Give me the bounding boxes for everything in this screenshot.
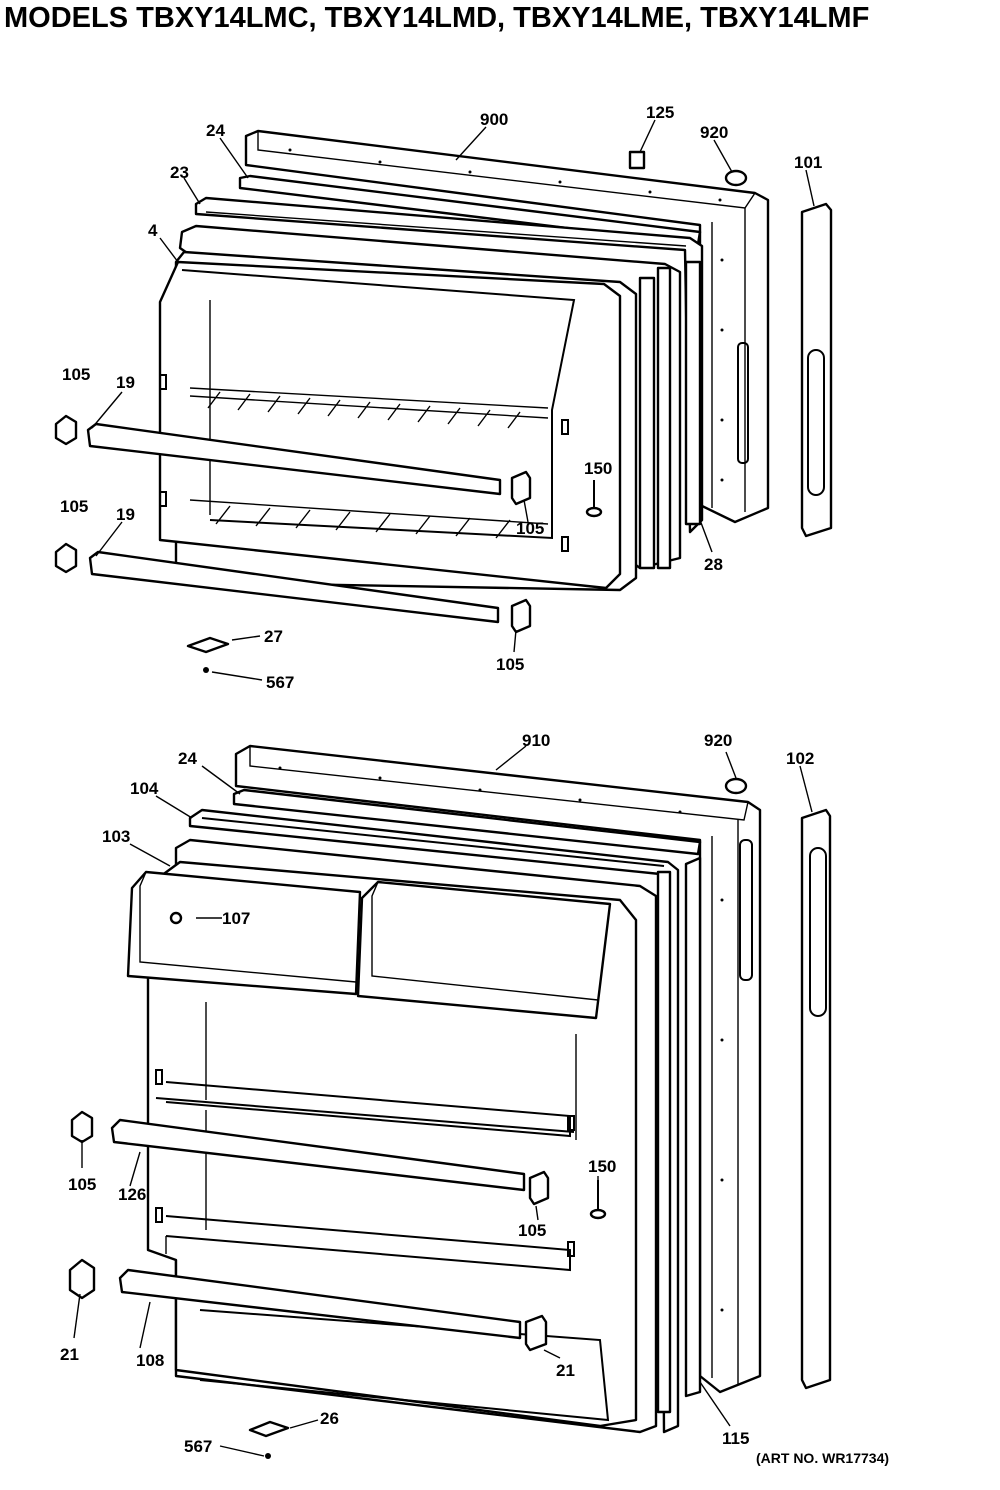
label-126: 126 bbox=[118, 1185, 146, 1204]
label-24-lower: 24 bbox=[178, 749, 197, 768]
label-4: 4 bbox=[148, 221, 158, 240]
label-19b: 19 bbox=[116, 505, 135, 524]
screw-150 bbox=[585, 480, 603, 518]
leader-lines-lower bbox=[73, 745, 813, 1457]
label-102: 102 bbox=[786, 749, 814, 768]
art-number: (ART NO. WR17734) bbox=[756, 1450, 890, 1466]
label-23: 23 bbox=[170, 163, 189, 182]
liner-frame-23 bbox=[194, 196, 704, 534]
handle-102 bbox=[800, 808, 832, 1390]
clip-105-lower-a bbox=[70, 1110, 94, 1144]
label-125: 125 bbox=[646, 103, 674, 122]
leader-lines-upper bbox=[91, 119, 815, 681]
label-108: 108 bbox=[136, 1351, 164, 1370]
label-920: 920 bbox=[700, 123, 728, 142]
label-105d: 105 bbox=[496, 655, 524, 674]
door-liner-103 bbox=[126, 838, 672, 1434]
plug-125 bbox=[628, 150, 646, 170]
label-103: 103 bbox=[102, 827, 130, 846]
clip-21b bbox=[524, 1314, 548, 1352]
label-105b: 105 bbox=[60, 497, 88, 516]
callout-labels-upper: 900 125 920 101 24 23 4 105 19 105 19 10… bbox=[60, 103, 822, 692]
label-104: 104 bbox=[130, 779, 159, 798]
label-105-lower-a: 105 bbox=[68, 1175, 96, 1194]
fresh-food-door-assembly: 910 920 102 24 104 103 107 105 126 150 1… bbox=[60, 731, 832, 1459]
label-101: 101 bbox=[794, 153, 822, 172]
trim-115 bbox=[684, 856, 702, 1398]
label-107: 107 bbox=[222, 909, 250, 928]
clip-105b bbox=[54, 542, 78, 574]
freezer-door-assembly: 900 125 920 101 24 23 4 105 19 105 19 10… bbox=[54, 103, 833, 692]
callout-labels-lower: 910 920 102 24 104 103 107 105 126 150 1… bbox=[60, 731, 814, 1456]
screw-567 bbox=[203, 667, 209, 673]
label-19a: 19 bbox=[116, 373, 135, 392]
label-28: 28 bbox=[704, 555, 723, 574]
clip-105-lower-b bbox=[528, 1170, 550, 1206]
label-115: 115 bbox=[722, 1429, 749, 1448]
label-910: 910 bbox=[522, 731, 550, 750]
screw-567-lower bbox=[265, 1453, 271, 1459]
label-21b: 21 bbox=[556, 1361, 575, 1380]
label-24: 24 bbox=[206, 121, 225, 140]
label-21a: 21 bbox=[60, 1345, 79, 1364]
label-105c: 105 bbox=[516, 519, 544, 538]
clip-21a bbox=[68, 1258, 96, 1300]
label-105-lower-b: 105 bbox=[518, 1221, 546, 1240]
shelf-rail-108 bbox=[118, 1268, 522, 1340]
clip-105c bbox=[510, 470, 532, 506]
label-567: 567 bbox=[266, 673, 294, 692]
gasket-104 bbox=[188, 808, 680, 1434]
shelf-rail-19b bbox=[88, 550, 500, 624]
page-title: MODELS TBXY14LMC, TBXY14LMD, TBXY14LME, … bbox=[4, 2, 870, 34]
insulation-24-lower bbox=[232, 788, 702, 856]
clip-105d bbox=[510, 598, 532, 634]
label-150-lower: 150 bbox=[588, 1157, 616, 1176]
stop-26 bbox=[248, 1420, 290, 1438]
label-920-lower: 920 bbox=[704, 731, 732, 750]
outer-door-panel-910 bbox=[234, 744, 762, 1394]
label-105a: 105 bbox=[62, 365, 90, 384]
handle-101 bbox=[800, 202, 833, 538]
label-567-lower: 567 bbox=[184, 1437, 212, 1456]
door-liner-4 bbox=[158, 224, 702, 592]
cap-920-lower bbox=[724, 777, 748, 795]
stop-27 bbox=[186, 636, 230, 654]
label-900: 900 bbox=[480, 110, 508, 129]
outer-door-panel-900 bbox=[244, 129, 770, 524]
label-26: 26 bbox=[320, 1409, 339, 1428]
clip-105a bbox=[54, 414, 78, 446]
insulation-24 bbox=[238, 174, 702, 246]
cap-920 bbox=[724, 169, 748, 187]
label-27: 27 bbox=[264, 627, 283, 646]
shelf-rail-126 bbox=[110, 1118, 526, 1192]
label-150: 150 bbox=[584, 459, 612, 478]
screw-150-lower bbox=[589, 1180, 607, 1220]
